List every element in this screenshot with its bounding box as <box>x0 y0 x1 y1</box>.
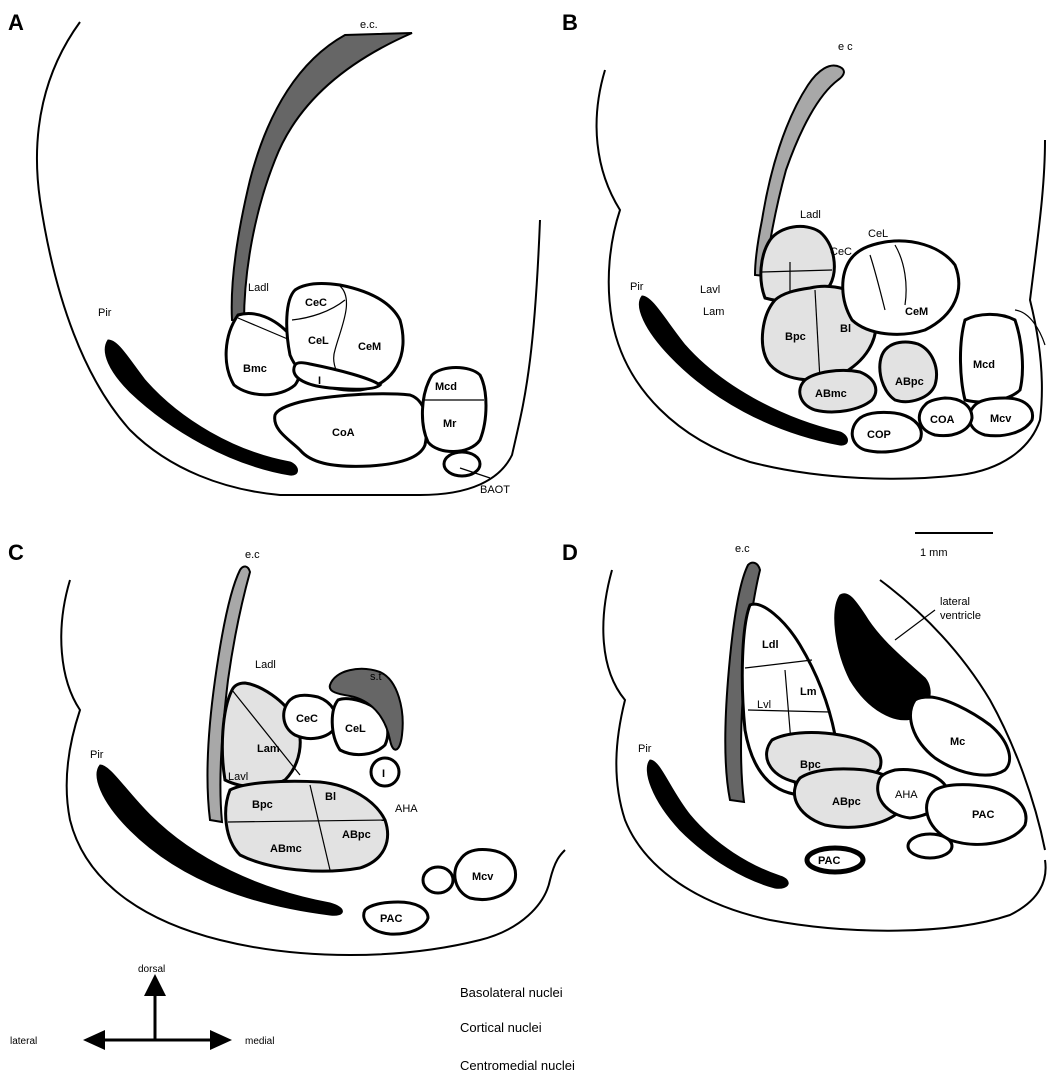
panel-c-cel-label: CeL <box>345 723 366 735</box>
panel-d-pac1-label: PAC <box>972 809 994 821</box>
panel-c-ec-label: e.c <box>245 549 260 561</box>
lateral-label: lateral <box>10 1036 37 1047</box>
panel-b-cem-label: CeM <box>905 306 928 318</box>
panel-c-abpc-label: ABpc <box>342 829 371 841</box>
panel-c: C e.c Pir Ladl Lam Lavl CeC CeL s.t I Bp… <box>8 540 565 955</box>
panel-b-bpc-label: Bpc <box>785 331 806 343</box>
panel-b-lavl-label: Lavl <box>700 284 720 296</box>
panel-d-lvl-label: Lvl <box>757 699 771 711</box>
panel-a-ec-label: e.c. <box>360 19 378 31</box>
panel-c-mcv-label: Mcv <box>472 871 494 883</box>
panel-b-ladl-label: Ladl <box>800 209 821 221</box>
legend-basolateral-label: Basolateral nuclei <box>460 985 563 1000</box>
panel-d-ldl-label: Ldl <box>762 639 779 651</box>
legend: Basolateral nuclei Cortical nuclei Centr… <box>460 985 575 1073</box>
panel-c-bpc-label: Bpc <box>252 799 273 811</box>
panel-a-letter: A <box>8 10 24 35</box>
panel-a-i-label: I <box>318 375 321 387</box>
panel-a-mr-label: Mr <box>443 418 457 430</box>
panel-c-aha-label: AHA <box>395 803 418 815</box>
panel-a-cel-label: CeL <box>308 335 329 347</box>
panel-a-external-capsule <box>232 33 412 322</box>
panel-d-ec-label: e.c <box>735 543 750 555</box>
panel-a-pir-label: Pir <box>98 307 112 319</box>
panel-d-lm-label: Lm <box>800 686 817 698</box>
panel-d-aha-label: AHA <box>895 789 918 801</box>
legend-cortical-label: Cortical nuclei <box>460 1020 542 1035</box>
panel-c-i-label: I <box>382 768 385 780</box>
panel-a-cem-label: CeM <box>358 341 381 353</box>
panel-c-abmc-label: ABmc <box>270 843 302 855</box>
panel-d: D e.c Pir Ldl Lm Lvl lateral ventricle M… <box>562 533 1046 931</box>
panel-b-lam-label: Lam <box>703 306 724 318</box>
lateral-arrow-head <box>83 1030 105 1050</box>
panel-b-cop-label: COP <box>867 429 891 441</box>
panel-c-lam-label: Lam <box>257 743 280 755</box>
panel-b-central-nucleus <box>843 241 959 334</box>
medial-label: medial <box>245 1036 274 1047</box>
panel-c-letter: C <box>8 540 24 565</box>
panel-c-pir-label: Pir <box>90 749 104 761</box>
panel-b-ec-label: e c <box>838 41 853 53</box>
panel-c-basolateral-nucleus <box>226 781 388 871</box>
panel-c-bl-label: Bl <box>325 791 336 803</box>
panel-d-letter: D <box>562 540 578 565</box>
panel-d-abpc-label: ABpc <box>832 796 861 808</box>
panel-a-coa-label: CoA <box>332 427 355 439</box>
panel-a-cec-label: CeC <box>305 297 327 309</box>
panel-b-abpc-label: ABpc <box>895 376 924 388</box>
panel-a-bmc-label: Bmc <box>243 363 267 375</box>
panel-b-mcd-label: Mcd <box>973 359 995 371</box>
panel-b-letter: B <box>562 10 578 35</box>
panel-d-lateral-ventricle-label-2: ventricle <box>940 610 981 622</box>
panel-b-abpc-nucleus <box>880 342 937 402</box>
panel-c-cec-label: CeC <box>296 713 318 725</box>
panel-d-lateral-ventricle-label-1: lateral <box>940 596 970 608</box>
panel-a: A e.c. Pir Ladl Bmc CeC CeL CeM I CoA Mc… <box>8 10 540 496</box>
panel-b-abmc-label: ABmc <box>815 388 847 400</box>
panel-b-cec-label: CeC <box>830 246 852 258</box>
panel-d-pir-label: Pir <box>638 743 652 755</box>
panel-d-small-nucleus <box>908 834 952 858</box>
panel-c-st-label: s.t <box>370 671 382 683</box>
panel-d-lateral-ventricle-leader <box>895 610 935 640</box>
scale-bar-label: 1 mm <box>920 547 948 559</box>
panel-b-mcv-label: Mcv <box>990 413 1012 425</box>
panel-d-pac2-label: PAC <box>818 855 840 867</box>
panel-b: B e c Pir Ladl Lavl Lam Bpc Bl CeC CeL C… <box>562 10 1045 479</box>
panel-b-pir-label: Pir <box>630 281 644 293</box>
panel-c-ladl-label: Ladl <box>255 659 276 671</box>
orientation-arrows: dorsal lateral medial <box>10 964 274 1050</box>
panel-d-bpc-label: Bpc <box>800 759 821 771</box>
legend-centromedial-label: Centromedial nuclei <box>460 1058 575 1073</box>
panel-a-baot-label: BAOT <box>480 484 510 496</box>
panel-c-small-nucleus <box>423 867 453 893</box>
panel-a-ladl-label: Ladl <box>248 282 269 294</box>
panel-c-lavl-label: Lavl <box>228 771 248 783</box>
panel-a-mcd-label: Mcd <box>435 381 457 393</box>
panel-b-bl-label: Bl <box>840 323 851 335</box>
panel-c-pac-label: PAC <box>380 913 402 925</box>
panel-b-cel-label: CeL <box>868 228 888 240</box>
dorsal-label: dorsal <box>138 964 165 975</box>
panel-b-coa-label: COA <box>930 414 955 426</box>
dorsal-arrow-head <box>144 974 166 996</box>
medial-arrow-head <box>210 1030 232 1050</box>
panel-d-mc-label: Mc <box>950 736 965 748</box>
